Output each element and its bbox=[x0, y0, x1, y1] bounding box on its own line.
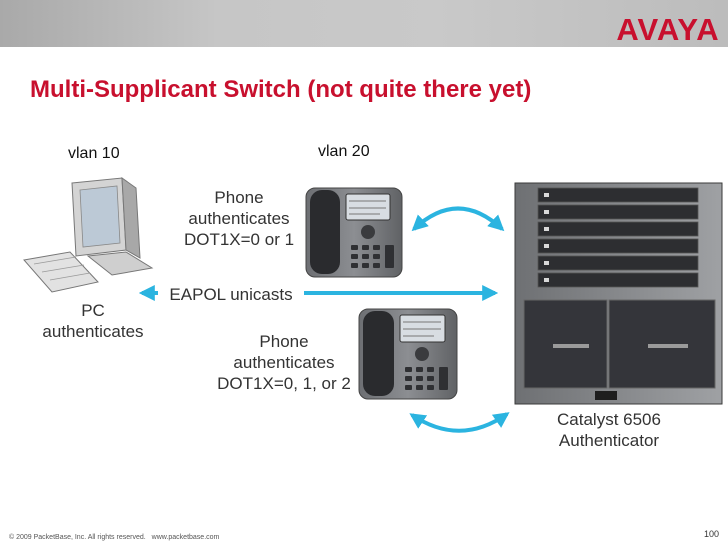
header-bar bbox=[0, 0, 728, 47]
switch-label: Catalyst 6506 Authenticator bbox=[557, 410, 661, 450]
pc-label: PC authenticates bbox=[42, 301, 144, 341]
bottom-phone-link-arrow bbox=[409, 412, 510, 433]
page-number: 100 bbox=[704, 529, 720, 539]
vlan-10-label: vlan 10 bbox=[68, 145, 120, 162]
ip-phone-bottom-icon bbox=[358, 308, 458, 400]
slide-title: Multi-Supplicant Switch (not quite there… bbox=[30, 76, 532, 103]
catalyst-6506-switch-icon bbox=[514, 182, 723, 405]
vlan-20-label: vlan 20 bbox=[318, 143, 370, 160]
top-phone-link-arrow bbox=[411, 206, 505, 232]
footer-copyright: © 2009 PacketBase, Inc. All rights reser… bbox=[9, 534, 146, 541]
footer-url[interactable]: www.packetbase.com bbox=[151, 534, 220, 541]
avaya-logo: AVAYA bbox=[616, 12, 719, 47]
avaya-logo-text: AVAYA bbox=[616, 12, 719, 47]
eapol-label: EAPOL unicasts bbox=[158, 284, 304, 305]
pc-computer-icon bbox=[23, 176, 154, 293]
footer: © 2009 PacketBase, Inc. All rights reser… bbox=[9, 534, 219, 541]
ip-phone-top-icon bbox=[305, 187, 403, 278]
phone-bottom-label: Phone authenticates DOT1X=0, 1, or 2 bbox=[217, 332, 351, 393]
phone-top-label: Phone authenticates DOT1X=0 or 1 bbox=[183, 188, 295, 249]
